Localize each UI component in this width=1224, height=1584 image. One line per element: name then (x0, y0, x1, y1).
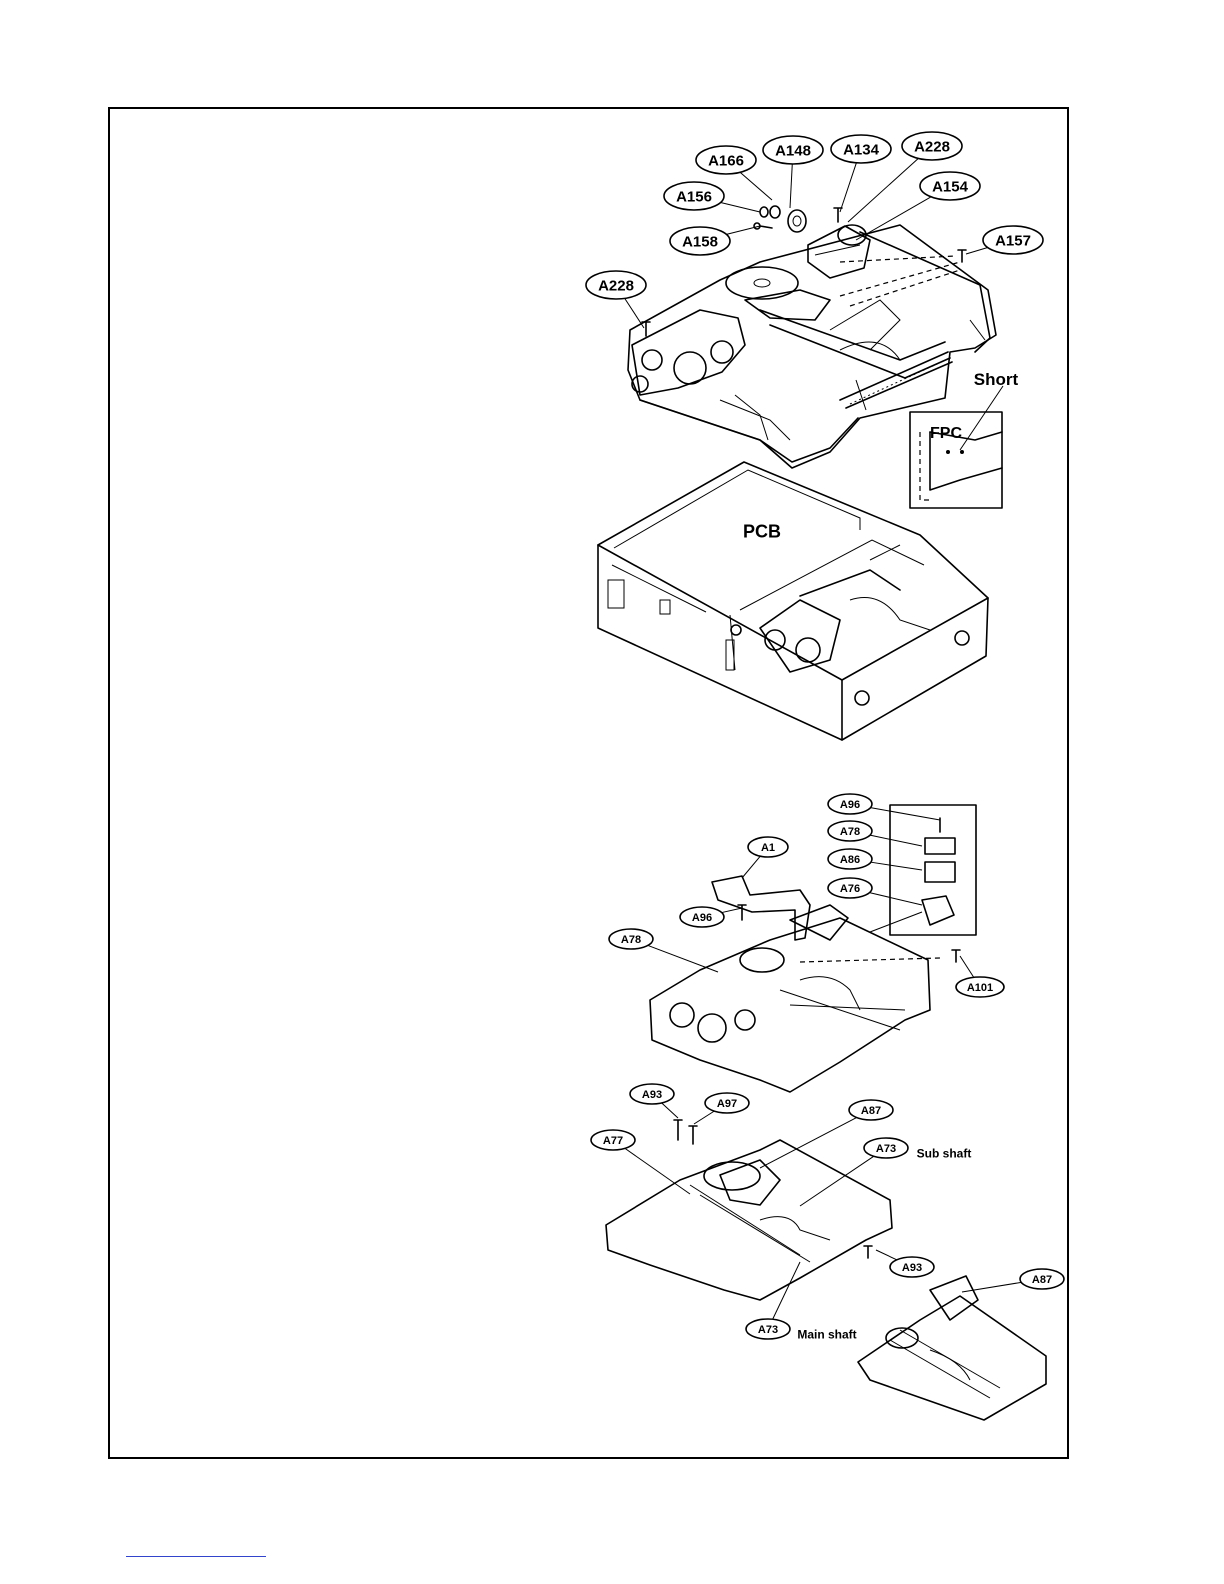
callout-label: A154 (932, 178, 969, 195)
callout-a158: A158 (670, 227, 730, 255)
callout-label: A134 (843, 141, 880, 158)
callout-label: A76 (840, 883, 860, 895)
leader-a73-sub (800, 1156, 874, 1206)
callout-label: A77 (603, 1135, 623, 1147)
callout-label: A78 (621, 934, 641, 946)
label-fpc: FPC (930, 425, 962, 442)
callout-label: A86 (840, 854, 860, 866)
leader-a228-top (848, 158, 918, 222)
leader-a86 (871, 862, 922, 870)
callout-a73-main: A73 (746, 1319, 790, 1339)
callout-a76: A76 (828, 878, 872, 898)
callout-label: A166 (708, 152, 744, 169)
callout-label: A228 (598, 277, 634, 294)
callout-a78-mid: A78 (609, 929, 653, 949)
callout-a93-top: A93 (630, 1084, 674, 1104)
callout-label: A93 (902, 1262, 922, 1274)
leader-a78-mid (648, 945, 718, 972)
leader-a101 (960, 956, 974, 977)
callout-a96-top: A96 (828, 794, 872, 814)
leader-a157 (966, 248, 988, 254)
lower-mechanism-drawing (606, 1120, 1046, 1420)
callout-a86: A86 (828, 849, 872, 869)
leader-a76 (870, 893, 922, 905)
callout-label: A73 (876, 1143, 896, 1155)
leader-a228-left (625, 298, 644, 328)
label-sub-shaft: Sub shaft (917, 1146, 972, 1160)
footer-link-underline[interactable] (126, 1556, 266, 1557)
callout-label: A87 (861, 1105, 881, 1117)
leader-a154 (856, 197, 931, 240)
callout-a148: A148 (763, 136, 823, 164)
callout-a166: A166 (696, 146, 756, 174)
callout-a154: A154 (920, 172, 980, 200)
callout-a78-top: A78 (828, 821, 872, 841)
leader-a158 (726, 226, 760, 234)
callout-label: A148 (775, 142, 811, 159)
leader-a134 (840, 163, 856, 212)
callout-label: A157 (995, 232, 1031, 249)
callout-a93-right: A93 (890, 1257, 934, 1277)
callout-label: A73 (758, 1324, 778, 1336)
callouts-bottom: A96A78A86A76A1A96A78A101A93A97A87A77A73A… (591, 794, 1064, 1339)
callout-label: A156 (676, 188, 712, 205)
callout-a156: A156 (664, 182, 724, 210)
callout-label: A87 (1032, 1274, 1052, 1286)
leader-a148 (790, 164, 792, 208)
fpc-detail-box (910, 386, 1003, 508)
callout-label: A93 (642, 1089, 662, 1101)
callout-label: A228 (914, 138, 950, 155)
callout-label: A96 (692, 912, 712, 924)
label-main-shaft: Main shaft (797, 1327, 856, 1341)
callout-a1: A1 (748, 837, 788, 857)
leader-a166 (740, 172, 772, 200)
callout-label: A78 (840, 826, 860, 838)
middle-mechanism-drawing (650, 805, 976, 1092)
leader-a78-top (870, 835, 922, 846)
label-short: Short (974, 370, 1019, 389)
callout-a101: A101 (956, 977, 1004, 997)
callout-label: A101 (967, 982, 993, 994)
callout-label: A97 (717, 1098, 737, 1110)
callout-a228-top: A228 (902, 132, 962, 160)
callout-a97: A97 (705, 1093, 749, 1113)
leader-a77 (625, 1148, 690, 1194)
leader-a96-top (870, 808, 940, 820)
callout-label: A1 (761, 842, 775, 854)
callout-a228-left: A228 (586, 271, 646, 299)
leader-a93-right (876, 1250, 897, 1260)
callout-a73-sub: A73 (864, 1138, 908, 1158)
callout-a96-mid: A96 (680, 907, 724, 927)
label-pcb: PCB (743, 521, 781, 541)
callout-a87-top: A87 (849, 1100, 893, 1120)
callout-a157: A157 (983, 226, 1043, 254)
callout-label: A158 (682, 233, 718, 250)
callout-a87-right: A87 (1020, 1269, 1064, 1289)
leader-a1 (742, 856, 760, 878)
pcb-box-drawing (598, 462, 988, 740)
callout-label: A96 (840, 799, 860, 811)
leader-a96-mid (722, 908, 742, 913)
leader-a156 (721, 202, 760, 212)
callout-a134: A134 (831, 135, 891, 163)
callout-a77: A77 (591, 1130, 635, 1150)
leader-a97 (694, 1111, 714, 1124)
leader-a93-top (662, 1103, 678, 1118)
